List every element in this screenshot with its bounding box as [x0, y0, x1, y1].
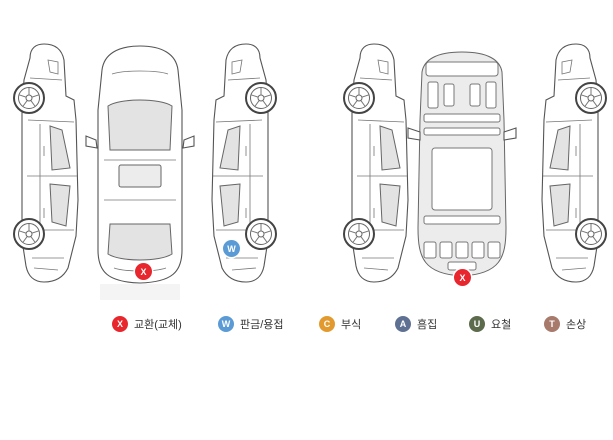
legend-item-damage: T 손상: [544, 313, 586, 335]
dent-icon: U: [469, 316, 485, 332]
right-front-fender-marker[interactable]: W: [223, 240, 240, 257]
legend-item-sheet-metal-welding: W 판금/용접: [218, 313, 284, 335]
marker-code: W: [227, 243, 236, 254]
front-panel-marker[interactable]: X: [454, 269, 471, 286]
marker-code: X: [140, 266, 147, 277]
legend-label: 요철: [491, 319, 512, 331]
frame-left-side-view: [343, 43, 409, 283]
legend-item-dent: U 요철: [469, 313, 511, 335]
marker-code: X: [459, 272, 466, 283]
right-side-view: [211, 43, 277, 283]
legend-label: 판금/용접: [240, 319, 284, 331]
scratch-icon: A: [395, 316, 411, 332]
corrosion-icon: C: [319, 316, 335, 332]
legend-item-scratch: A 흠집: [395, 313, 437, 335]
frame-right-side-view: [541, 43, 607, 283]
legend-item-corrosion: C 부식: [319, 313, 361, 335]
frame-top-view: [407, 51, 517, 277]
legend-label: 흠집: [417, 319, 438, 331]
car-damage-diagram: [13, 43, 607, 300]
damage-icon: T: [544, 316, 560, 332]
damage-legend: X 교환(교체) W 판금/용접 C 부식 A 흠집 U 요철 T 손상: [0, 313, 613, 335]
sheet-metal-welding-icon: W: [218, 316, 234, 332]
legend-label: 손상: [566, 319, 587, 331]
left-side-view: [13, 43, 79, 283]
top-view: [85, 45, 195, 300]
replacement-icon: X: [112, 316, 128, 332]
legend-item-replacement: X 교환(교체): [112, 313, 182, 335]
front-bumper-marker[interactable]: X: [135, 263, 152, 280]
legend-label: 부식: [341, 319, 362, 331]
legend-label: 교환(교체): [134, 319, 182, 331]
